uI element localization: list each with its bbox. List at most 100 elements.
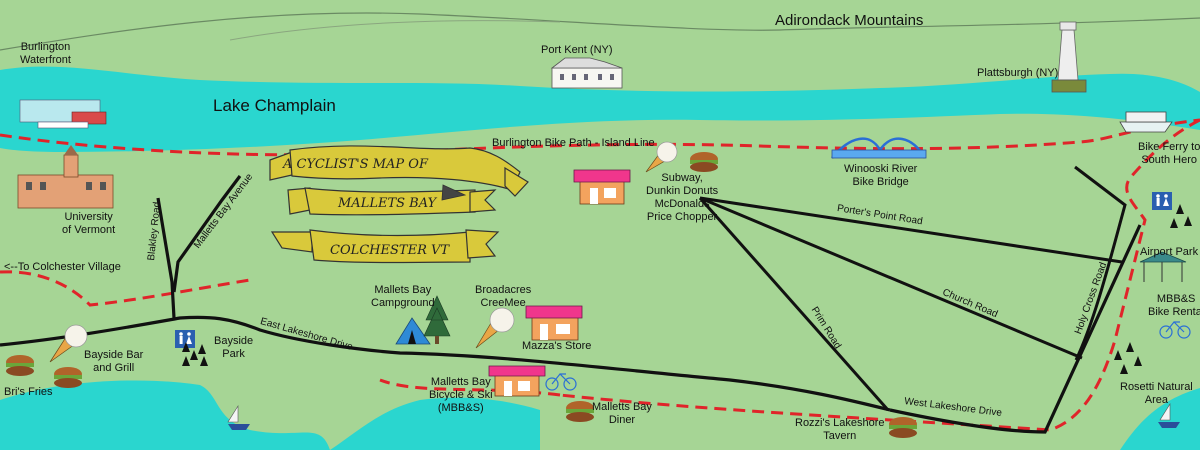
label-uvm-line-2: of Vermont (62, 224, 116, 236)
label-rozzis-line-1: Rozzi's Lakeshore (795, 417, 885, 429)
title-banner-1 (269, 145, 529, 197)
title-line-1: A CYCLIST'S MAP OF (282, 157, 429, 172)
malletts-bay-water-middle (330, 397, 540, 450)
label-burlington-line-1: Burlington (20, 41, 71, 53)
label-creemee: Broadacres CreeMee (475, 284, 531, 310)
label-bike-ferry-line-2: South Hero (1141, 154, 1197, 166)
east-lakeshore-drive-road (0, 315, 891, 412)
label-bayside-park-line-2: Park (222, 348, 245, 360)
label-rosetti-line-1: Rosetti Natural (1120, 381, 1193, 393)
label-adirondack-mountains: Adirondack Mountains (775, 12, 924, 29)
label-bayside-bar: Bayside Bar and Grill (84, 349, 143, 375)
store-mbbs-icon (488, 365, 546, 397)
label-subway-line-2: Dunkin Donuts (646, 185, 719, 197)
store-mazzas-icon (525, 305, 583, 341)
label-burlington-line-2: Waterfront (20, 54, 71, 66)
plattsburgh-monument-icon (1051, 21, 1087, 93)
label-mbbs-rental-line-1: MBB&S (1156, 293, 1196, 305)
church-road-line (699, 196, 1083, 360)
bicycle-icon-2 (1159, 321, 1191, 339)
label-bicycle-ski: Malletts Bay Bicycle & Ski (MBB&S) (429, 376, 493, 415)
bike-path-colchester (0, 270, 251, 307)
malletts-bay-avenue-line (172, 175, 242, 293)
label-bayside-bar-line-1: Bayside Bar (84, 349, 144, 361)
small-trees-icon-1 (182, 342, 208, 366)
label-bayside-park: Bayside Park (214, 335, 253, 361)
mountain-ridge-line (0, 12, 1200, 51)
label-plattsburgh: Plattsburgh (NY) (977, 67, 1059, 79)
west-lakeshore-drive-road (889, 224, 1142, 434)
label-diner: Malletts Bay Diner (592, 401, 652, 427)
tent-icon (395, 317, 431, 345)
burger-icon-4 (566, 401, 594, 422)
prim-road-line (698, 197, 890, 411)
label-bicycle-ski-line-1: Malletts Bay (430, 376, 491, 388)
label-subway-group: Subway, Dunkin Donuts McDonalds Price Ch… (646, 172, 718, 224)
label-airport-park: Airport Park (1140, 246, 1199, 258)
store-subway-icon (573, 169, 631, 205)
label-lake-champlain: Lake Champlain (213, 96, 336, 115)
holy-cross-road-line (1074, 165, 1127, 361)
label-creemee-line-2: CreeMee (480, 297, 526, 309)
burger-icon-2 (6, 355, 34, 376)
sailboat-icon-2 (1158, 402, 1180, 428)
label-subway-line-3: McDonalds (654, 198, 710, 210)
bike-path-east-loop (559, 118, 1200, 432)
malletts-bay-water-left (0, 380, 330, 450)
ice-cream-cone-icon-3 (49, 324, 88, 363)
label-bicycle-ski-line-3: (MBB&S) (437, 402, 484, 414)
label-burlington-waterfront: Burlington Waterfront (20, 41, 71, 67)
sailboat-icon-1 (227, 404, 250, 430)
title-banner-2 (287, 184, 497, 216)
bicycle-icon-1 (545, 373, 577, 391)
label-diner-line-1: Malletts Bay (592, 401, 652, 413)
label-campground-line-2: Campground (371, 297, 435, 309)
label-subway-line-4: Price Chopper (646, 211, 718, 223)
label-campground: Mallets Bay Campground (371, 284, 435, 310)
label-uvm: University of Vermont (62, 211, 115, 237)
gazebo-icon (1139, 251, 1187, 282)
title-line-2: MALLETS BAY (337, 196, 438, 211)
label-rosetti: Rosetti Natural Area (1120, 381, 1193, 407)
label-diner-line-2: Diner (608, 414, 636, 426)
mountain-ridge-line-2 (229, 20, 561, 41)
label-campground-line-1: Mallets Bay (374, 284, 432, 296)
restroom-sign-icon-1 (175, 330, 195, 348)
burger-icon-1 (690, 152, 718, 172)
label-port-kent: Port Kent (NY) (541, 44, 613, 56)
water-right (1120, 388, 1200, 450)
title-line-3: COLCHESTER VT (330, 243, 450, 258)
label-rozzis: Rozzi's Lakeshore Tavern (795, 417, 885, 443)
pine-tree-icon (423, 295, 451, 344)
label-winooski-bridge: Winooski River Bike Bridge (844, 163, 917, 189)
label-rozzis-line-2: Tavern (823, 430, 857, 442)
bike-ferry-icon (1119, 111, 1173, 133)
label-colchester-village: <--To Colchester Village (4, 261, 121, 273)
blakley-road-line (156, 197, 176, 319)
label-bike-ferry-line-1: Bike Ferry to (1138, 141, 1200, 153)
label-rosetti-line-2: Area (1144, 394, 1168, 406)
label-bicycle-ski-line-2: Bicycle & Ski (429, 389, 493, 401)
label-creemee-line-1: Broadacres (475, 284, 532, 296)
ice-cream-cone-icon-2 (475, 307, 515, 349)
label-bris-fries: Bri's Fries (4, 386, 53, 398)
label-bayside-park-line-1: Bayside (214, 335, 254, 347)
uvm-buildings-icon (17, 145, 114, 209)
label-subway-line-1: Subway, (661, 172, 703, 184)
label-winooski-line-2: Bike Bridge (852, 176, 909, 188)
small-trees-icon-2 (1170, 204, 1192, 228)
label-bike-path: Burlington Bike Path - Island Line (492, 137, 655, 149)
porters-point-road-line (699, 196, 1123, 264)
label-mazzas-store: Mazza's Store (522, 340, 592, 352)
label-bayside-bar-line-2: and Grill (93, 362, 135, 374)
winooski-bridge-icon (831, 137, 927, 159)
title-banner-3 (270, 229, 500, 264)
lake-champlain (0, 66, 1200, 152)
label-uvm-line-1: University (64, 211, 113, 223)
label-mbbs-rental: MBB&S Bike Rental (1148, 293, 1200, 319)
burger-icon-3 (54, 367, 82, 388)
small-trees-icon-3 (1114, 342, 1142, 374)
burger-icon-5 (889, 417, 917, 438)
